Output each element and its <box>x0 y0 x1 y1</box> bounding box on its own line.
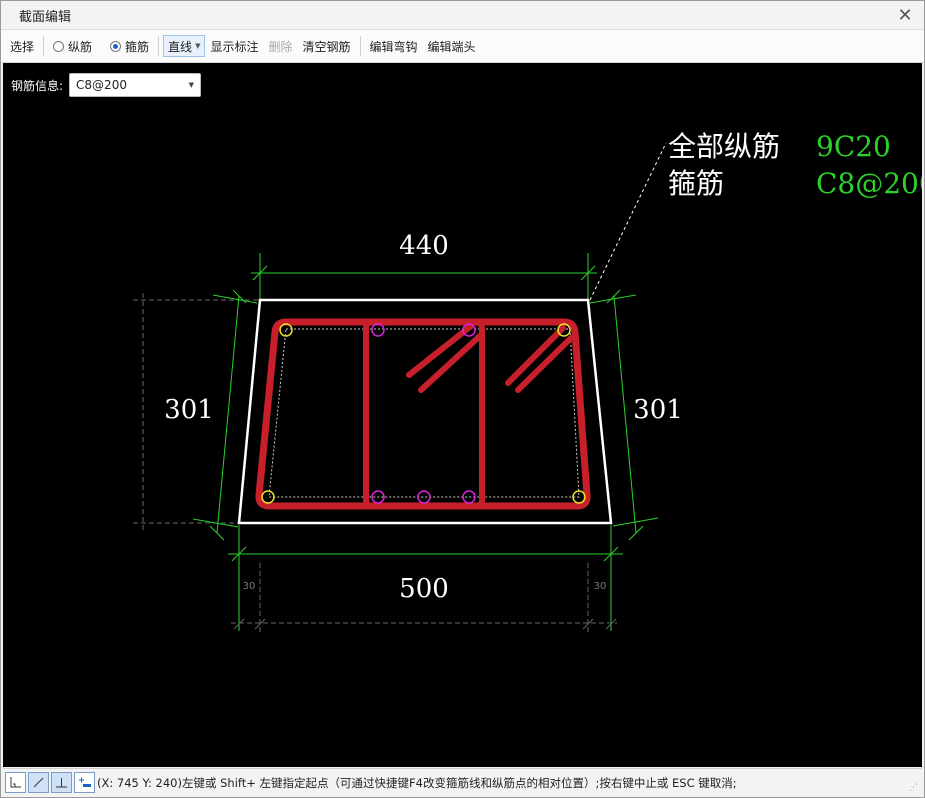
bottom-dimension <box>228 525 623 635</box>
corner-bar[interactable] <box>261 490 275 504</box>
toolbar: 选择 纵筋 箍筋 直线 ▼ 显示标注 删除 清空钢筋 编辑弯钩 编辑端头 <box>1 30 924 63</box>
left-cover-label: 30 <box>243 581 256 592</box>
corner-bar[interactable] <box>279 323 293 337</box>
middle-bar[interactable] <box>417 490 431 504</box>
label-stirrup-name: 箍筋 <box>668 167 724 200</box>
chevron-down-icon: ▼ <box>188 81 195 89</box>
longitudinal-radio-label: 纵筋 <box>68 39 93 54</box>
close-icon[interactable]: ✕ <box>897 4 913 26</box>
perpendicular-icon[interactable] <box>51 772 72 793</box>
add-point-icon[interactable] <box>74 772 95 793</box>
label-longitudinal-value: 9C20 <box>816 130 891 163</box>
ortho-mode-icon[interactable] <box>5 772 26 793</box>
outer-stirrup[interactable] <box>255 318 591 510</box>
rebar-info: 钢筋信息: C8@200 ▼ <box>11 73 202 97</box>
chevron-down-icon: ▼ <box>195 42 201 50</box>
right-height-label: 301 <box>633 395 683 425</box>
top-width-label: 440 <box>399 231 449 261</box>
stirrup-hooks <box>406 323 574 393</box>
toolbar-divider <box>158 36 160 56</box>
longitudinal-radio[interactable]: 纵筋 <box>48 34 97 58</box>
line-draw-icon[interactable] <box>28 772 49 793</box>
middle-bar[interactable] <box>462 323 476 337</box>
clear-rebar-button[interactable]: 清空钢筋 <box>302 39 351 54</box>
select-button[interactable]: 选择 <box>10 39 35 54</box>
left-height-label: 301 <box>164 395 214 425</box>
section-drawing[interactable]: 全部纵筋 9C20 箍筋 C8@200 440 <box>3 63 922 767</box>
radio-unchecked-icon <box>53 40 65 52</box>
cover-line <box>268 328 580 498</box>
label-longitudinal-name: 全部纵筋 <box>668 130 780 163</box>
delete-button[interactable]: 删除 <box>268 39 293 54</box>
status-bar: (X: 745 Y: 240)左键或 Shift+ 左键指定起点（可通过快捷键F… <box>3 768 922 796</box>
top-dimension <box>251 253 597 300</box>
right-dimension <box>589 289 659 541</box>
rebar-info-select[interactable]: C8@200 ▼ <box>69 73 202 97</box>
rebar-info-label: 钢筋信息: <box>11 78 64 93</box>
resize-grip-icon[interactable]: ⋰ <box>909 783 918 793</box>
rebar-info-value: C8@200 <box>76 78 127 92</box>
show-annotation-button[interactable]: 显示标注 <box>210 39 259 54</box>
status-message: (X: 745 Y: 240)左键或 Shift+ 左键指定起点（可通过快捷键F… <box>97 775 737 790</box>
longitudinal-bars[interactable] <box>261 323 586 504</box>
middle-bar[interactable] <box>371 323 385 337</box>
bottom-width-label: 500 <box>399 574 449 604</box>
left-dimension <box>133 289 260 541</box>
edit-hook-button[interactable]: 编辑弯钩 <box>369 39 418 54</box>
inner-stirrup[interactable] <box>363 319 485 509</box>
leader-line <box>589 142 667 301</box>
corner-bar[interactable] <box>557 323 571 337</box>
line-mode-dropdown[interactable]: 直线 ▼ <box>163 35 206 57</box>
window-title: 截面编辑 <box>19 9 72 25</box>
line-mode-value: 直线 <box>168 39 193 54</box>
section-outline[interactable] <box>237 298 613 525</box>
middle-bar[interactable] <box>462 490 476 504</box>
stirrup-radio-label: 箍筋 <box>125 39 150 54</box>
drawing-canvas[interactable]: 全部纵筋 9C20 箍筋 C8@200 440 <box>3 63 922 767</box>
title-bar: 截面编辑 ✕ <box>1 1 924 30</box>
edit-end-button[interactable]: 编辑端头 <box>427 39 476 54</box>
right-cover-label: 30 <box>594 581 607 592</box>
middle-bar[interactable] <box>371 490 385 504</box>
radio-checked-icon <box>110 40 122 52</box>
stirrup-radio[interactable]: 箍筋 <box>105 34 154 58</box>
toolbar-divider <box>43 36 45 56</box>
corner-bar[interactable] <box>572 490 586 504</box>
toolbar-divider <box>359 36 361 56</box>
label-stirrup-value: C8@200 <box>816 167 922 200</box>
